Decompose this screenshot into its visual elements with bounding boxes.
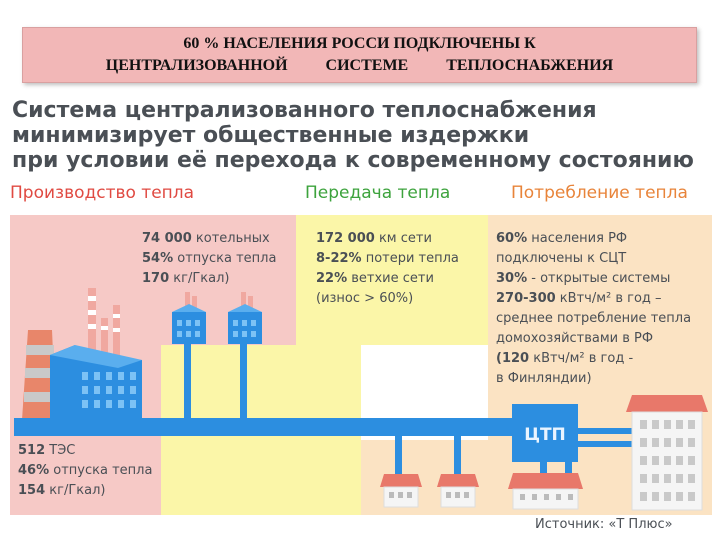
stat-value: 8-22% — [316, 251, 362, 266]
stat-text: котельных — [191, 231, 270, 246]
stat-text: среднее потребление тепла — [496, 311, 692, 326]
stat-line: в Финляндии) — [496, 369, 691, 389]
stat-text: кг/Гкал) — [169, 271, 230, 286]
stat-text: потери тепла — [361, 251, 459, 266]
stat-value: 74 000 — [142, 231, 192, 246]
stat-text: кг/Гкал) — [45, 483, 106, 498]
stat-text: ТЭС — [45, 443, 76, 458]
stat-line: (износ > 60%) — [316, 289, 459, 309]
apartment-building — [626, 395, 708, 511]
stat-value: 60% — [496, 231, 528, 246]
headline-line-1: Система централизованного теплоснабжения — [12, 98, 597, 123]
stat-value: 170 — [142, 271, 170, 286]
stat-line: 8-22% потери тепла — [316, 249, 459, 269]
section-title-production: Производство тепла — [10, 183, 195, 203]
stat-value: 154 — [18, 483, 46, 498]
stat-line: 22% ветхие сети — [316, 269, 459, 289]
banner-line-2: ЦЕНТРАЛИЗОВАННОЙ СИСТЕМЕ ТЕПЛОСНАБЖЕНИЯ — [105, 57, 614, 74]
banner-line-1: 60 % НАСЕЛЕНИЯ РОССИ ПОДКЛЮЧЕНЫ К — [183, 35, 536, 52]
header-banner: 60 % НАСЕЛЕНИЯ РОССИ ПОДКЛЮЧЕНЫ К ЦЕНТРА… — [22, 27, 697, 83]
house-1 — [380, 474, 422, 508]
stat-line: 270-300 кВтч/м² в год – — [496, 289, 691, 309]
stat-value: 22% — [316, 271, 348, 286]
boiler-house-2 — [228, 292, 262, 344]
stat-text: отпуска тепла — [49, 463, 153, 478]
headline: Система централизованного теплоснабжения… — [12, 98, 712, 173]
transmission-panel-top — [296, 215, 474, 345]
boiler-house-1 — [172, 292, 206, 344]
stat-value: 54% — [142, 251, 174, 266]
stat-line: (120 кВтч/м² в год - — [496, 349, 691, 369]
stat-text: кВтч/м² в год - — [529, 351, 634, 366]
stat-line: 74 000 котельных — [142, 229, 276, 249]
consumption-stats: 60% населения РФ подключены к СЦТ 30% - от… — [496, 229, 691, 389]
main-pipe — [14, 418, 514, 436]
stat-line: 46% отпуска тепла — [18, 461, 152, 481]
section-title-consumption: Потребление тепла — [511, 183, 688, 203]
stat-value: 46% — [18, 463, 50, 478]
stat-text: домохозяйствами в РФ — [496, 331, 654, 346]
stat-value: 512 — [18, 443, 46, 458]
house-2 — [437, 474, 479, 508]
stat-text: в Финляндии) — [496, 371, 592, 386]
stat-value: 30% — [496, 271, 528, 286]
stat-text: ветхие сети — [347, 271, 434, 286]
stat-text: подключены к СЦТ — [496, 251, 627, 266]
stat-line: 170 кг/Гкал) — [142, 269, 276, 289]
stat-line: 172 000 км сети — [316, 229, 459, 249]
source-caption: Источник: «Т Плюс» — [535, 517, 673, 532]
stat-text: населения РФ — [527, 231, 628, 246]
headline-line-2: минимизирует общественные издержки — [12, 123, 530, 148]
stat-value: 270-300 — [496, 291, 556, 306]
ctp-box — [512, 404, 578, 462]
stat-text: - открытые системы — [527, 271, 671, 286]
stat-line: 512 ТЭС — [18, 441, 152, 461]
stat-text: отпуска тепла — [173, 251, 277, 266]
stat-text: км сети — [374, 231, 432, 246]
stat-line: 60% населения РФ — [496, 229, 691, 249]
stat-line: 154 кг/Гкал) — [18, 481, 152, 501]
section-title-transmission: Передача тепла — [305, 183, 451, 203]
stat-value: 172 000 — [316, 231, 375, 246]
stat-text: (износ > 60%) — [316, 291, 414, 306]
stat-line: домохозяйствами в РФ — [496, 329, 691, 349]
heat-pipes — [14, 344, 636, 480]
stat-line: 30% - открытые системы — [496, 269, 691, 289]
stat-text: кВтч/м² в год – — [555, 291, 662, 306]
tpp-chimneys — [88, 288, 120, 358]
house-3 — [508, 473, 583, 510]
stat-value: (120 — [496, 351, 530, 366]
stat-line: 54% отпуска тепла — [142, 249, 276, 269]
ctp-label: ЦТП — [524, 425, 566, 445]
stat-line: подключены к СЦТ — [496, 249, 691, 269]
transmission-panel-strip — [474, 215, 488, 345]
stat-line: среднее потребление тепла — [496, 309, 691, 329]
tpp-building — [50, 345, 142, 420]
headline-line-3: при условии её перехода к современному с… — [12, 148, 694, 173]
